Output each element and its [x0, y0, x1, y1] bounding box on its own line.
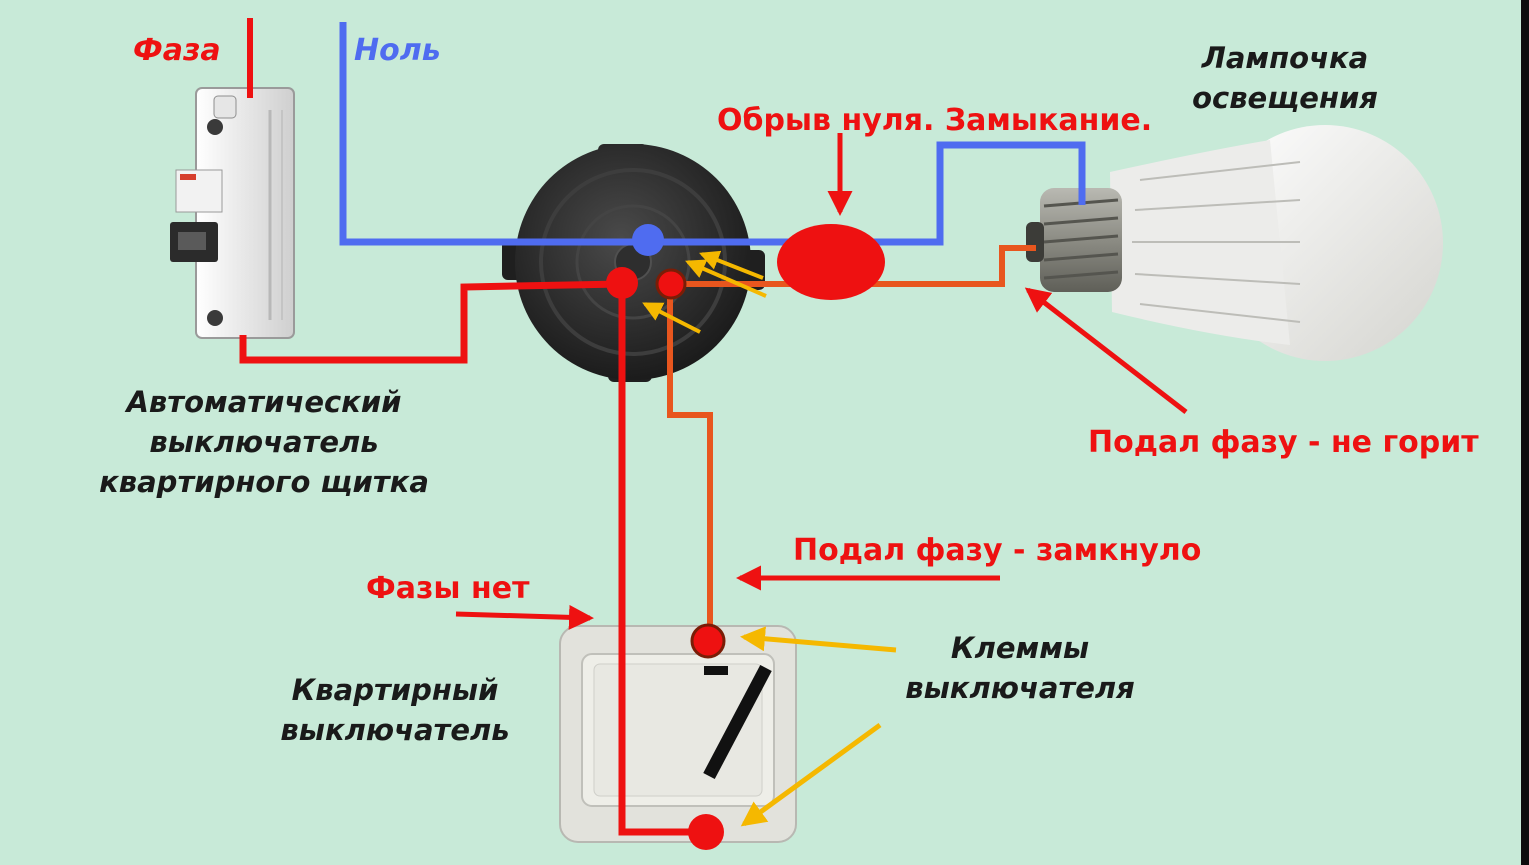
no-phase-label: Фазы нет	[366, 571, 530, 606]
switch-label-line1: Квартирный	[291, 673, 499, 707]
neutral-junction-dot	[632, 224, 664, 256]
terminal-bottom-dot	[688, 814, 724, 850]
junction-pointer-arrows	[642, 250, 767, 334]
no-phase-arrow	[455, 604, 594, 630]
neutral-wire	[339, 22, 1086, 246]
junction-box-icon	[502, 144, 765, 382]
fault-label: Обрыв нуля. Замыкание.	[717, 103, 1153, 138]
lamp-phase-label: Подал фазу - не горит	[1088, 425, 1479, 460]
terminal-pointer-arrow-bottom	[740, 722, 882, 827]
phase-switch-wire	[618, 284, 706, 836]
terminal-top-dot	[690, 623, 726, 659]
terminal-pointer-arrow-top	[740, 626, 897, 653]
breaker-label-line1: Автоматический	[126, 385, 402, 419]
breaker-label-line2: выключатель	[149, 425, 379, 459]
neutral-label: Ноль	[354, 33, 441, 68]
fault-marker	[777, 224, 885, 300]
switched-drop-wire	[667, 284, 713, 642]
terminals-label-line2: выключателя	[905, 671, 1135, 705]
switched-junction-dot	[655, 268, 687, 300]
window-edge	[1521, 0, 1529, 865]
led-bulb-icon	[1026, 125, 1443, 361]
circuit-breaker-icon	[170, 87, 295, 339]
switch-label-line2: выключатель	[280, 713, 510, 747]
phase-junction-dot	[606, 267, 638, 299]
terminals-label-line1: Клеммы	[950, 631, 1090, 665]
switch-wire-phase-label: Подал фазу - замкнуло	[793, 533, 1202, 568]
lamp-label-line2: освещения	[1192, 81, 1378, 115]
phase-label: Фаза	[133, 33, 221, 68]
breaker-label-line3: квартирного щитка	[99, 465, 429, 499]
lamp-label-line1: Лампочка	[1201, 41, 1369, 75]
lamp-phase-arrow	[1024, 287, 1188, 414]
phase-breaker-wire	[239, 280, 623, 364]
